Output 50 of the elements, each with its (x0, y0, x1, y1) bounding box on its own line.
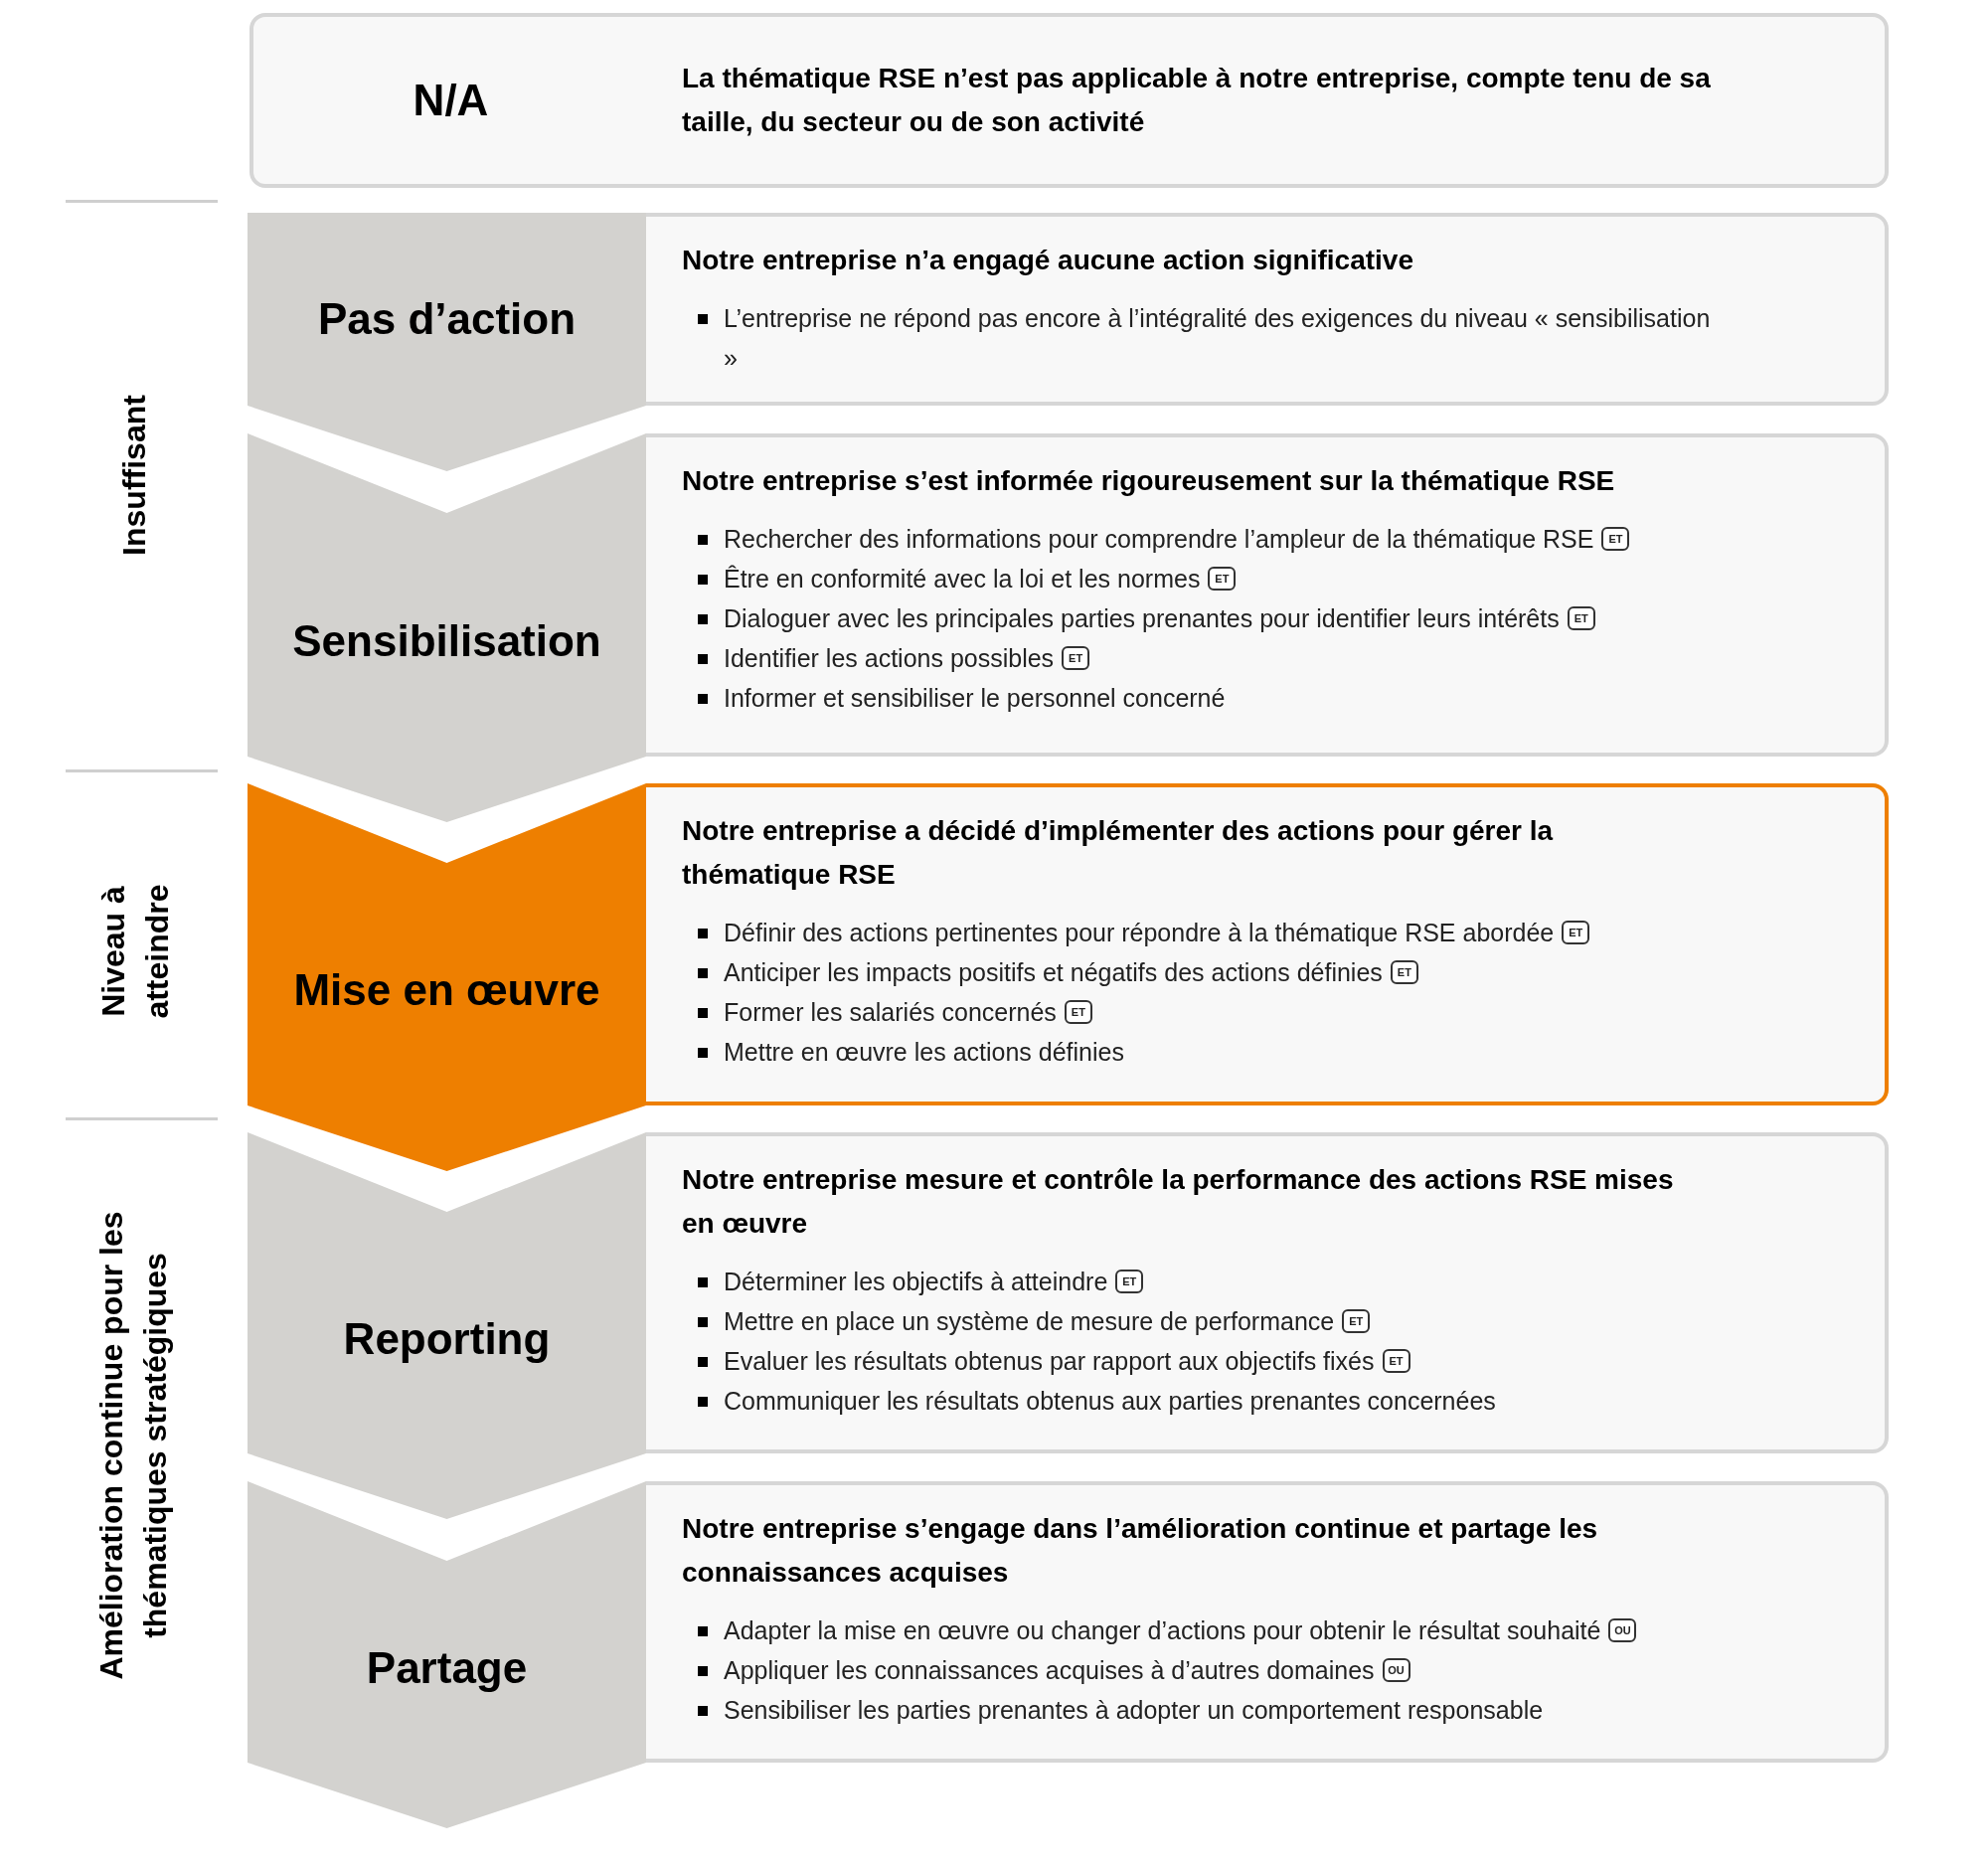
bullet-text: Former les salariés concernés (724, 997, 1057, 1028)
condition-badge: OU (1608, 1618, 1637, 1642)
stage-title: Mise en œuvre (293, 964, 600, 1016)
bullet-text: Dialoguer avec les principales parties prenantes pour identifier leurs intérêts (724, 603, 1560, 634)
vertical-label: Amélioration continue pour les thématiques stratégiques (92, 1210, 174, 1682)
stage-title: Sensibilisation (292, 614, 601, 667)
level-heading: Notre entreprise mesure et contrôle la performance des actions RSE mises en œuvre (682, 1163, 1675, 1241)
stage-title: N/A (413, 75, 489, 126)
bullet-text: Informer et sensibiliser le personnel concerné (724, 683, 1226, 714)
stage-title: Partage (366, 1641, 528, 1694)
bullet-text: Définir des actions pertinentes pour répondre à la thématique RSE abordée (724, 918, 1555, 948)
bullet-text: Déterminer les objectifs à atteindre (724, 1267, 1108, 1297)
bullet-text: Anticiper les impacts positifs et négatifs des actions définies (724, 957, 1383, 988)
level-heading: Notre entreprise s’est informée rigoureusement sur la thématique RSE (682, 464, 1616, 498)
condition-badge: ET (1601, 527, 1630, 551)
vertical-label: Insuffisant (115, 394, 153, 558)
condition-badge: ET (1567, 606, 1595, 630)
bullet-text: Evaluer les résultats obtenus par rapport aux objectifs fixés (724, 1346, 1375, 1377)
description-panel (646, 1481, 1889, 1763)
description-panel (646, 1132, 1889, 1453)
bullet-text: Identifier les actions possibles (724, 643, 1055, 674)
stage-title: Pas d’action (317, 293, 577, 345)
condition-badge: ET (1062, 646, 1090, 670)
description-panel (646, 213, 1889, 406)
bullet-text: L’entreprise ne répond pas encore à l’intégralité des exigences du niveau « sensibilisation » (724, 303, 1712, 374)
condition-badge: ET (1115, 1270, 1144, 1293)
bullet-text: Appliquer les connaissances acquises à d’autres domaines (724, 1655, 1375, 1686)
bullet-text: Mettre en place un système de mesure de performance (724, 1306, 1335, 1337)
condition-badge: ET (1342, 1309, 1371, 1333)
bullet-text: Mettre en œuvre les actions définies (724, 1037, 1124, 1068)
bullet-text: Communiquer les résultats obtenus aux parties prenantes concernées (724, 1386, 1496, 1417)
level-heading: La thématique RSE n’est pas applicable à notre entreprise, compte tenu de sa taille, du secteur ou de son activité (682, 62, 1712, 139)
condition-badge: ET (1208, 567, 1237, 591)
level-heading: Notre entreprise a décidé d’implémenter des actions pour gérer la thématique RSE (682, 814, 1555, 892)
description-panel (249, 13, 1889, 188)
condition-badge: ET (1382, 1349, 1410, 1373)
bullet-text: Adapter la mise en œuvre ou changer d’actions pour obtenir le résultat souhaité (724, 1615, 1601, 1646)
bullet-text: Sensibiliser les parties prenantes à adopter un comportement responsable (724, 1695, 1544, 1726)
condition-badge: OU (1382, 1658, 1410, 1682)
description-panel (646, 783, 1889, 1105)
stage-title: Reporting (343, 1312, 551, 1365)
bullet-text: Rechercher des informations pour comprendre l’ampleur de la thématique RSE (724, 524, 1594, 555)
level-heading: Notre entreprise s’engage dans l’amélioration continue et partage les connaissances acquises (682, 1512, 1599, 1590)
level-heading: Notre entreprise n’a engagé aucune action significative (682, 244, 1414, 277)
description-panel (646, 433, 1889, 757)
condition-badge: ET (1064, 1000, 1092, 1024)
condition-badge: ET (1562, 921, 1590, 944)
condition-badge: ET (1390, 960, 1418, 984)
vertical-label: Niveau à atteindre (94, 883, 176, 1021)
bullet-text: Être en conformité avec la loi et les normes (724, 564, 1201, 594)
